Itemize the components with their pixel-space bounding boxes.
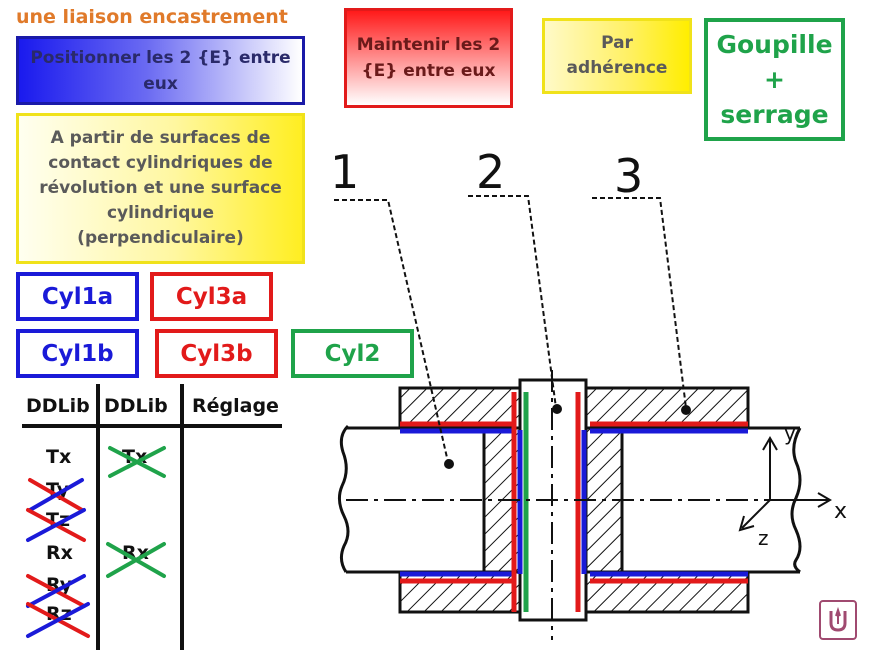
cross-tz-blue (26, 508, 86, 542)
cyl2-box: Cyl2 (291, 329, 414, 378)
corner-logo-icon (819, 600, 857, 640)
table-col-divider-1 (96, 384, 100, 650)
cyl1b-box: Cyl1b (16, 329, 139, 378)
adherence-box: Par adhérence (542, 18, 692, 94)
axis-label-y: y (784, 421, 796, 445)
cross-rx-green-2 (106, 542, 166, 578)
cyl1b-label: Cyl1b (41, 340, 114, 367)
cross-tx-green-2 (108, 446, 166, 478)
positionner-box: Positionner les 2 {E} entre eux (16, 36, 305, 105)
shaft-break-right (790, 427, 802, 574)
cyl2-label: Cyl2 (324, 340, 381, 367)
cross-rz-blue (26, 602, 90, 638)
part-number-3: 3 (614, 149, 643, 203)
axis-label-z: z (758, 526, 769, 550)
table-header-rule (22, 424, 282, 428)
leader-1-dot (444, 459, 454, 469)
leader-1 (334, 199, 449, 463)
part-number-1: 1 (330, 145, 359, 199)
dof-tx: Tx (46, 446, 72, 468)
maintenir-box: Maintenir les 2 {E} entre eux (344, 8, 513, 108)
leader-2-dot (552, 404, 562, 414)
cyl3b-box: Cyl3b (155, 329, 278, 378)
table-header-ddlib-1: DDLib (26, 395, 90, 417)
adherence-text: Par adhérence (566, 33, 668, 78)
goupille-box: Goupille + serrage (704, 18, 845, 141)
y-arrow-head (762, 436, 778, 451)
goupille-text: Goupille + serrage (716, 30, 833, 129)
leader-2 (468, 195, 557, 409)
x-arrow-head (817, 492, 832, 508)
leader-3-dot (681, 405, 691, 415)
table-header-ddlib-2: DDLib (104, 395, 168, 417)
cyl3b-label: Cyl3b (180, 340, 253, 367)
surfaces-text: A partir de surfaces de contact cylindri… (39, 128, 282, 248)
z-axis-arrow (741, 499, 771, 529)
cross-ty-blue (28, 478, 84, 512)
dof-rx: Rx (46, 542, 73, 564)
dof-table: DDLib DDLib Réglage Tx Ty Tz Rx Ry Rz Tx… (0, 380, 300, 659)
cyl1a-label: Cyl1a (41, 283, 114, 310)
surfaces-box: A partir de surfaces de contact cylindri… (16, 113, 305, 264)
axis-label-x: x (834, 499, 847, 524)
leader-3 (592, 197, 687, 409)
dof-rz: Rz (46, 603, 72, 625)
table-col-divider-2 (180, 384, 184, 650)
table-header-reglage: Réglage (192, 395, 279, 417)
cyl3a-label: Cyl3a (175, 283, 248, 310)
page-title: une liaison encastrement (16, 6, 288, 28)
shaft-break-left (337, 424, 350, 573)
cyl1a-box: Cyl1a (16, 272, 139, 321)
cross-ry-blue (26, 574, 86, 608)
dof-crosses (26, 446, 166, 638)
cyl3a-box: Cyl3a (150, 272, 273, 321)
maintenir-text: Maintenir les 2 {E} entre eux (356, 35, 501, 81)
z-arrow-head (738, 515, 755, 532)
part-number-2: 2 (476, 145, 505, 199)
positionner-text: Positionner les 2 {E} entre eux (30, 47, 291, 94)
